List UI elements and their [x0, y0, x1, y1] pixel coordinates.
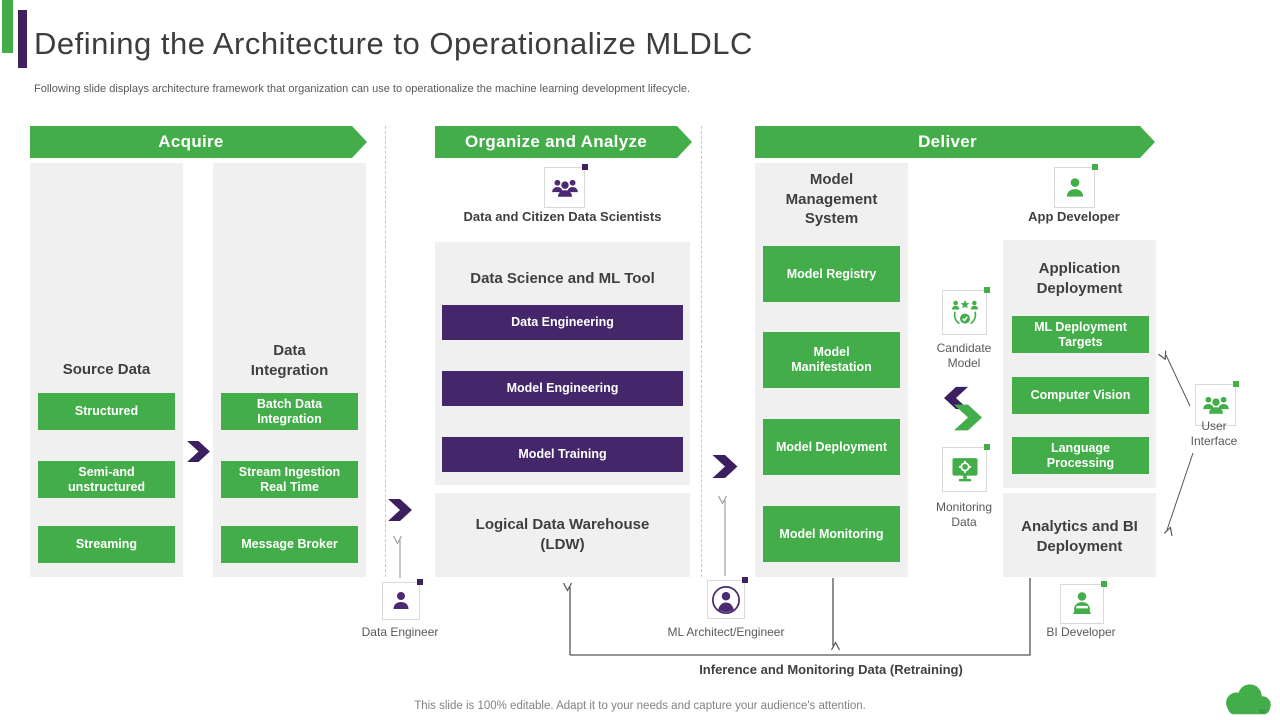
chip-structured: Structured — [38, 393, 175, 430]
data-integration-title: Data Integration — [250, 342, 329, 379]
corner-marker — [1101, 581, 1107, 587]
model-management-title: Model Management System — [785, 171, 878, 227]
chip-batch-data-integration: Batch Data Integration — [221, 393, 358, 430]
chip-model-training: Model Training — [442, 437, 683, 472]
chip-model-monitoring: Model Monitoring — [763, 506, 900, 562]
candidate-model-label: Candidate Model — [936, 341, 992, 370]
data-science-title: Data Science and ML Tool — [470, 270, 655, 287]
chip-model-deployment: Model Deployment — [763, 419, 900, 475]
candidate-model-icon — [942, 287, 990, 335]
chip-model-registry: Model Registry — [763, 246, 900, 302]
chip-data-engineering: Data Engineering — [442, 305, 683, 340]
corner-marker — [417, 579, 423, 585]
banner-deliver: Deliver — [755, 126, 1155, 158]
user-interface-icon — [1195, 381, 1239, 426]
chip-semi-unstructured: Semi-and unstructured — [38, 461, 175, 498]
corner-marker — [1092, 164, 1098, 170]
user-interface-label: User Interface — [1190, 419, 1238, 448]
page-subtitle: Following slide displays architecture fr… — [34, 83, 691, 95]
analytics-panel — [1003, 493, 1156, 577]
data-engineer-icon — [382, 579, 423, 620]
chip-streaming: Streaming — [38, 526, 175, 563]
bi-developer-label: BI Developer — [1046, 625, 1116, 639]
cloud-logo-icon: ∞ — [1226, 684, 1271, 717]
page-title: Defining the Architecture to Operational… — [34, 26, 753, 61]
chevron-right-icon — [954, 404, 982, 431]
monitoring-data-icon — [942, 444, 990, 492]
chevron-right-icon — [388, 499, 412, 521]
chip-stream-ingestion: Stream Ingestion Real Time — [221, 461, 358, 498]
bi-developer-icon — [1060, 581, 1107, 624]
ldw-title: Logical Data Warehouse (LDW) — [475, 516, 650, 553]
chevron-right-icon — [712, 455, 738, 478]
banner-organize-analyze: Organize and Analyze — [435, 126, 692, 158]
chip-message-broker: Message Broker — [221, 526, 358, 563]
chip-language-processing: Language Processing — [1012, 437, 1149, 474]
ml-architect-label: ML Architect/Engineer — [667, 625, 785, 639]
corner-marker — [1233, 381, 1239, 387]
app-developer-icon — [1054, 164, 1098, 208]
svg-text:∞: ∞ — [1258, 705, 1267, 717]
data-scientists-icon — [544, 164, 588, 208]
retraining-caption: Inference and Monitoring Data (Retrainin… — [699, 662, 963, 677]
corner-marker — [984, 287, 990, 293]
app-developer-label: App Developer — [1028, 209, 1120, 224]
corner-marker — [984, 444, 990, 450]
accent-bar-green — [2, 0, 13, 53]
application-deployment-title: Application Deployment — [1036, 260, 1123, 297]
section-divider — [701, 126, 702, 577]
chip-ml-deployment-targets: ML Deployment Targets — [1012, 316, 1149, 353]
chevron-left-icon — [944, 386, 968, 410]
chevron-right-icon — [187, 441, 210, 462]
accent-bar-purple — [18, 10, 27, 68]
chip-computer-vision: Computer Vision — [1012, 377, 1149, 414]
data-scientists-label: Data and Citizen Data Scientists — [463, 209, 662, 224]
footer-note: This slide is 100% editable. Adapt it to… — [414, 700, 866, 712]
ldw-panel — [435, 493, 690, 577]
data-integration-panel — [213, 163, 366, 577]
corner-marker — [582, 164, 588, 170]
chip-model-engineering: Model Engineering — [442, 371, 683, 406]
source-data-title: Source Data — [62, 361, 151, 378]
monitoring-data-label: Monitoring Data — [935, 500, 993, 529]
corner-marker — [742, 577, 748, 583]
analytics-title: Analytics and BI Deployment — [1021, 518, 1138, 555]
data-engineer-label: Data Engineer — [361, 625, 439, 639]
source-data-panel — [30, 163, 183, 577]
chip-model-manifestation: Model Manifestation — [763, 332, 900, 388]
section-divider — [385, 126, 386, 577]
banner-acquire: Acquire — [30, 126, 367, 158]
ml-architect-icon — [707, 577, 748, 619]
